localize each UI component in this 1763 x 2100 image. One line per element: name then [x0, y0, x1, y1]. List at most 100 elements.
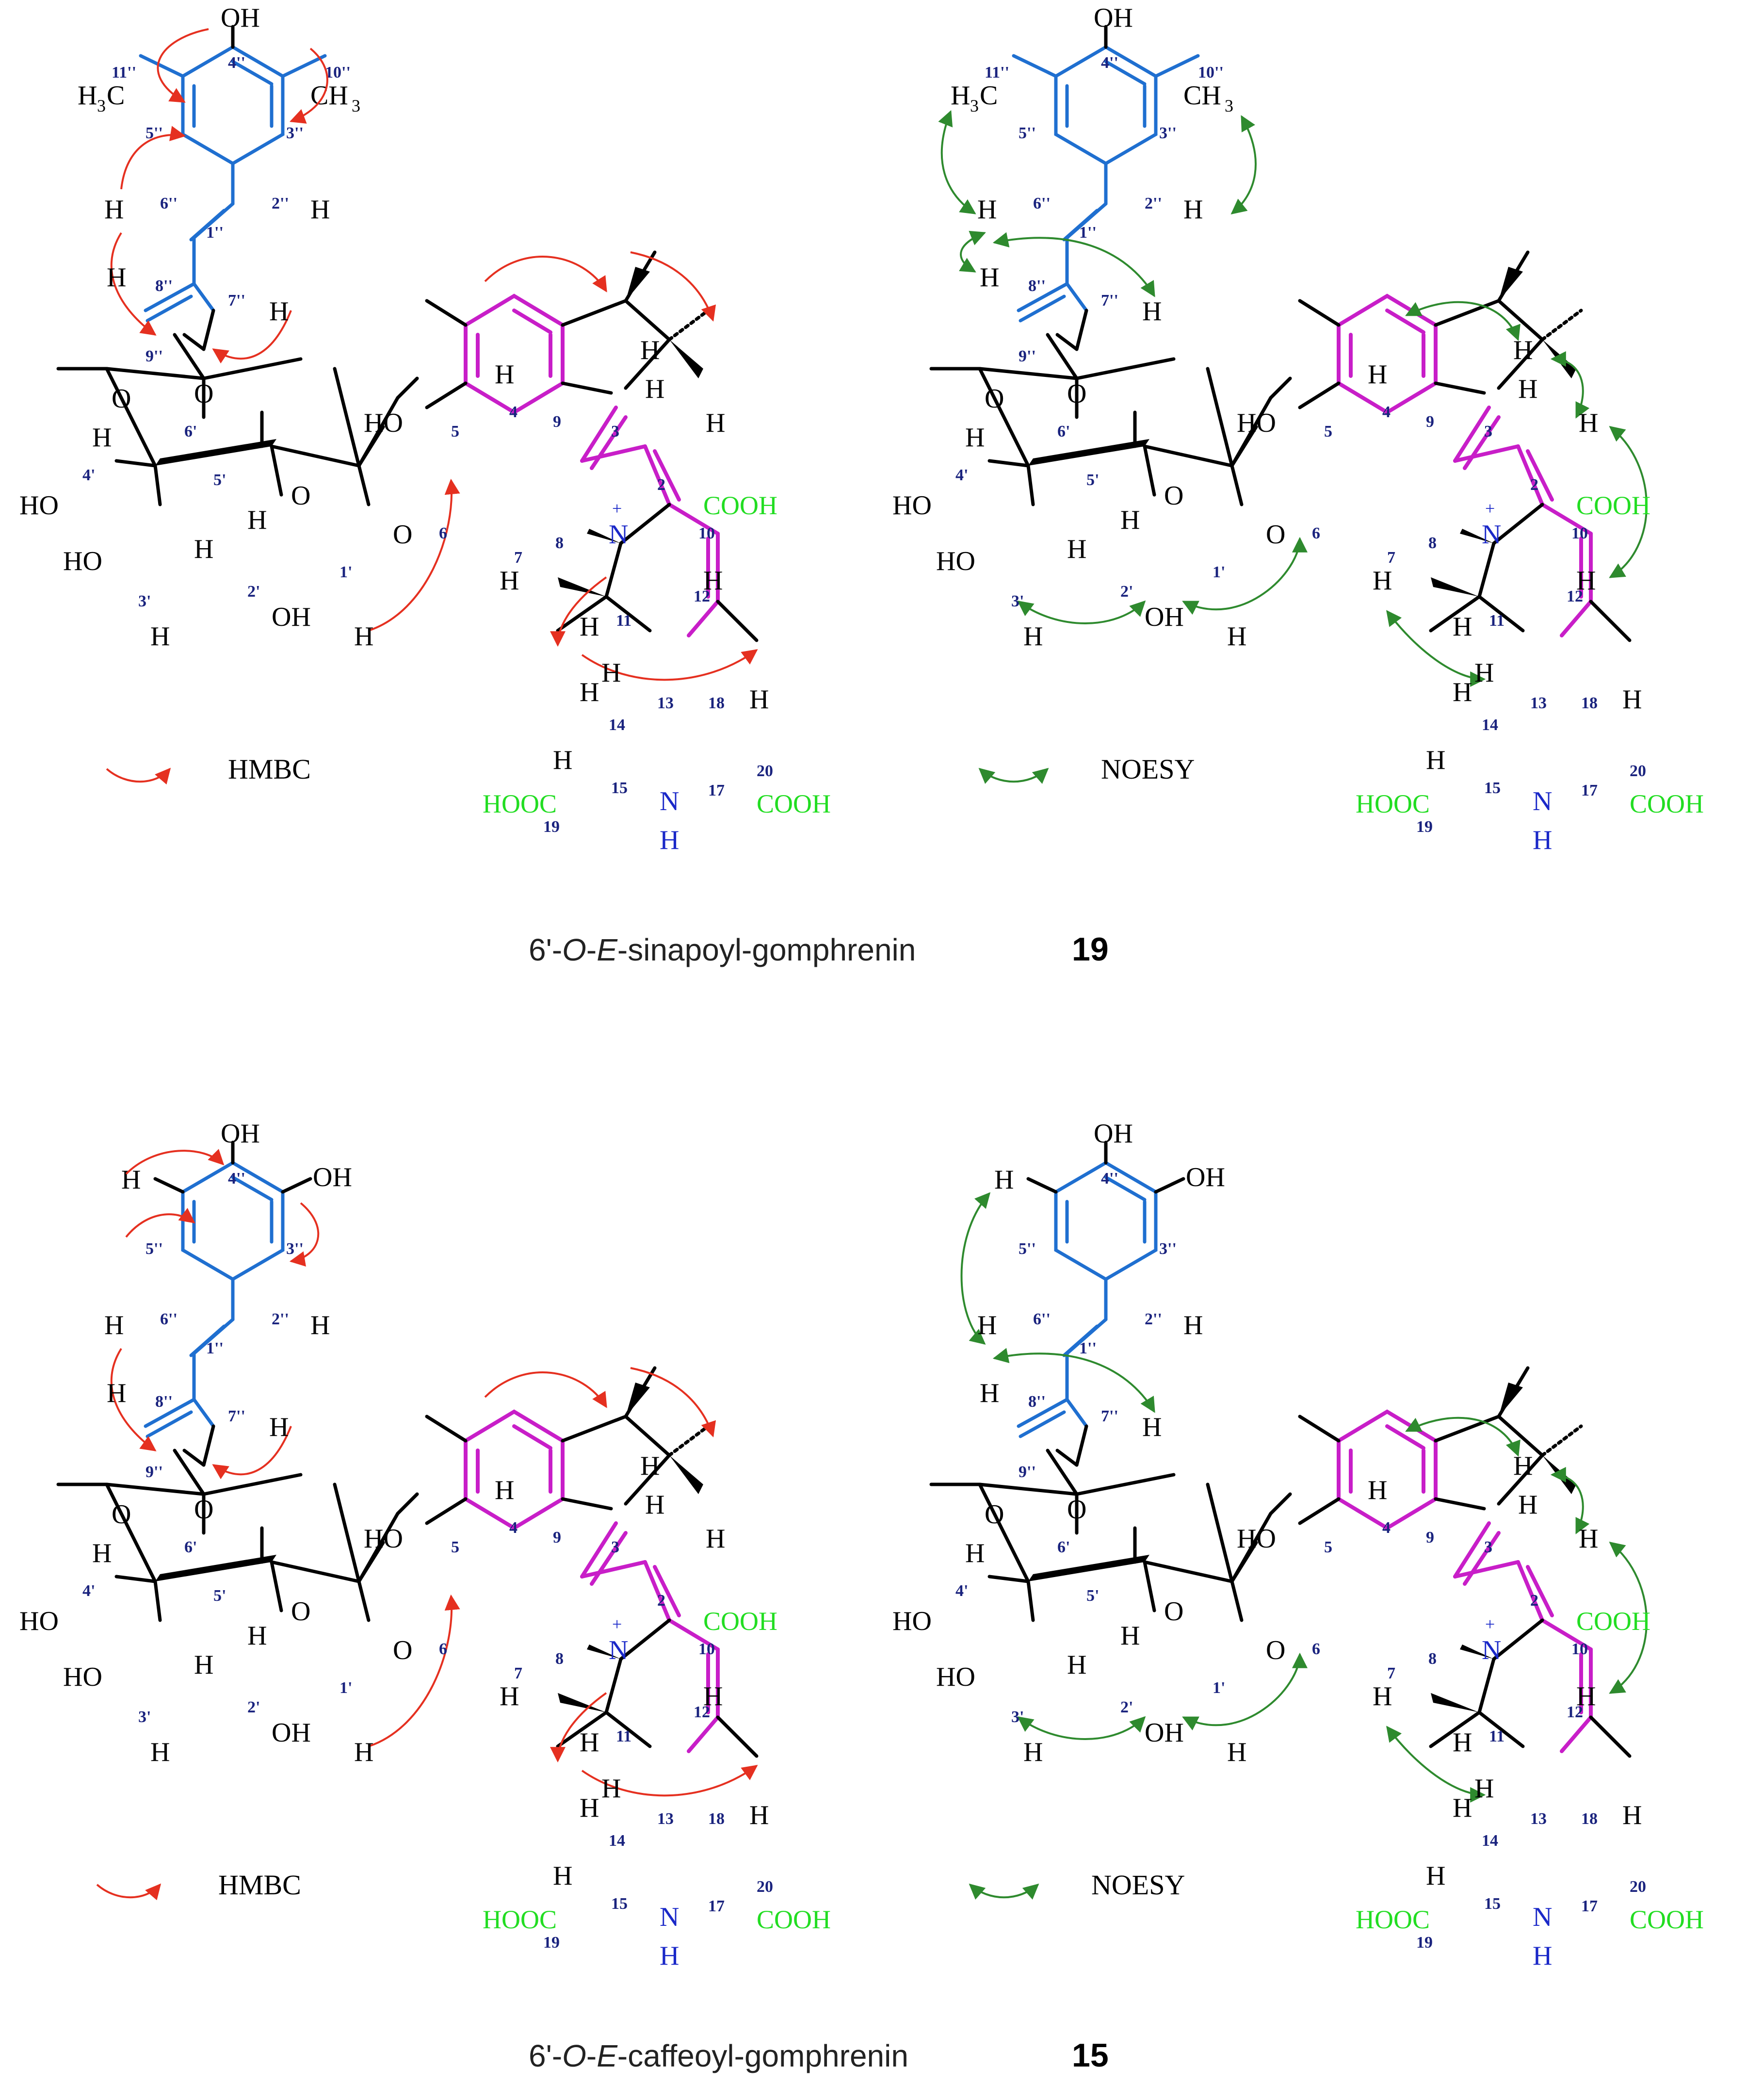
- locant-3pp: 3'': [1159, 1240, 1177, 1258]
- aryl-3-oh-label: OH: [313, 1162, 352, 1192]
- locant-3pp: 3'': [286, 124, 304, 142]
- h-18: H: [749, 1800, 769, 1830]
- locant-4pp: 4'': [1101, 54, 1118, 72]
- h-2p: H: [1120, 505, 1140, 535]
- locant-20: 20: [1630, 1878, 1646, 1896]
- ester-o: O: [194, 1495, 213, 1525]
- locant-5pp: 5'': [1019, 124, 1036, 142]
- locant-1pp: 1'': [206, 224, 224, 242]
- iminium-n: N: [1482, 520, 1501, 550]
- locant-7: 7: [514, 549, 522, 567]
- iminium-plus: +: [612, 499, 622, 518]
- locant-1pp: 1'': [206, 1339, 224, 1357]
- locant-2p: 2': [1120, 583, 1133, 601]
- iminium-plus: +: [1485, 499, 1495, 518]
- caption-sinapoyl: 6'-O-E-sinapoyl-gomphrenin: [529, 932, 916, 967]
- locant-13: 13: [1530, 694, 1547, 712]
- glycoside-o: O: [393, 520, 412, 550]
- h-5p: H: [194, 1650, 213, 1680]
- h-4p: H: [92, 1538, 112, 1568]
- locant-15: 15: [611, 1895, 628, 1913]
- ho-4p: HO: [19, 490, 59, 521]
- hmbc-correlations: [110, 1149, 758, 1797]
- locant-2: 2: [657, 476, 665, 494]
- locant-1p: 1': [1213, 563, 1225, 581]
- locant-19: 19: [1416, 1934, 1433, 1952]
- locant-2p: 2': [1120, 1698, 1133, 1716]
- ho-5: HO: [364, 408, 403, 438]
- h-14b: H: [580, 1793, 599, 1823]
- locant-10: 10: [1571, 1640, 1588, 1658]
- h-3b: H: [645, 374, 664, 404]
- locant-5p: 5': [213, 1587, 226, 1605]
- nh-h: H: [1533, 1941, 1552, 1971]
- locant-10pp: 10'': [1198, 64, 1224, 81]
- locant-3pp: 3'': [1159, 124, 1177, 142]
- methyl-left-tail: C: [980, 81, 998, 111]
- locant-2: 2: [1530, 1592, 1538, 1610]
- locant-1pp: 1'': [1079, 1339, 1097, 1357]
- glycoside-o: O: [1266, 520, 1285, 550]
- hmbc-legend-arrow: [106, 767, 171, 785]
- locant-1p: 1': [340, 563, 352, 581]
- ho-4p: HO: [892, 1606, 932, 1636]
- locant-6pp: 6'': [1033, 195, 1051, 212]
- h-14a: H: [1474, 658, 1494, 688]
- locant-9pp: 9'': [1019, 347, 1036, 365]
- locant-13: 13: [657, 1810, 674, 1828]
- locant-19: 19: [543, 818, 560, 836]
- nh-h: H: [1533, 825, 1552, 855]
- aryl-oh-label: OH: [221, 1119, 260, 1149]
- locant-3p: 3': [1011, 1708, 1024, 1726]
- glycoside-o: O: [393, 1635, 412, 1665]
- oh-2p: OH: [272, 602, 311, 632]
- h-4p: H: [92, 423, 112, 453]
- locant-7: 7: [1387, 549, 1395, 567]
- h-14b: H: [1453, 1793, 1472, 1823]
- cooh-10: COOH: [703, 491, 777, 520]
- locant-8pp: 8'': [1028, 277, 1046, 295]
- h-7pp: H: [269, 296, 289, 326]
- locant-6p: 6': [1057, 423, 1070, 440]
- locant-6p: 6': [1057, 1538, 1070, 1556]
- ho-5: HO: [1237, 1524, 1276, 1554]
- cooh-10: COOH: [1576, 491, 1650, 520]
- locant-20: 20: [1630, 762, 1646, 780]
- h-3a: H: [640, 1451, 660, 1481]
- h-3a: H: [1513, 1451, 1533, 1481]
- locant-4p: 4': [82, 466, 95, 484]
- locant-6pp: 6'': [160, 195, 178, 212]
- caption-caffeoyl-number: 15: [1072, 2037, 1109, 2074]
- locant-8pp: 8'': [155, 277, 173, 295]
- locant-18: 18: [708, 694, 725, 712]
- iminium-n: N: [609, 520, 628, 550]
- hooc-19: HOOC: [1356, 789, 1430, 818]
- h-2p: H: [247, 1621, 267, 1651]
- h-5p: H: [1067, 534, 1086, 564]
- h-3a: H: [640, 335, 660, 365]
- ester-o: O: [194, 379, 213, 409]
- h-2pp: H: [310, 195, 330, 225]
- locant-5p: 5': [1086, 1587, 1099, 1605]
- locant-6: 6: [439, 1640, 447, 1658]
- locant-18: 18: [708, 1810, 725, 1828]
- h-14a: H: [601, 1774, 621, 1804]
- nh-n: N: [660, 786, 679, 816]
- h-2: H: [1579, 408, 1598, 438]
- locant-12: 12: [694, 1703, 710, 1721]
- h-1p: H: [1227, 1737, 1246, 1767]
- locant-17: 17: [1581, 781, 1598, 799]
- locant-4p: 4': [955, 466, 968, 484]
- locant-8: 8: [555, 1650, 564, 1668]
- noesy-legend-label: NOESY: [1101, 753, 1195, 785]
- locant-3: 3: [611, 1538, 619, 1556]
- aryl-oh-label: OH: [1094, 3, 1133, 33]
- locant-11pp: 11'': [985, 64, 1009, 81]
- h-4: H: [495, 1475, 514, 1505]
- locant-15: 15: [1484, 1895, 1501, 1913]
- iminium-n: N: [1482, 1635, 1501, 1665]
- h-2pp: H: [1183, 1310, 1203, 1340]
- h-3p: H: [150, 621, 170, 651]
- nh-n: N: [1533, 1902, 1552, 1932]
